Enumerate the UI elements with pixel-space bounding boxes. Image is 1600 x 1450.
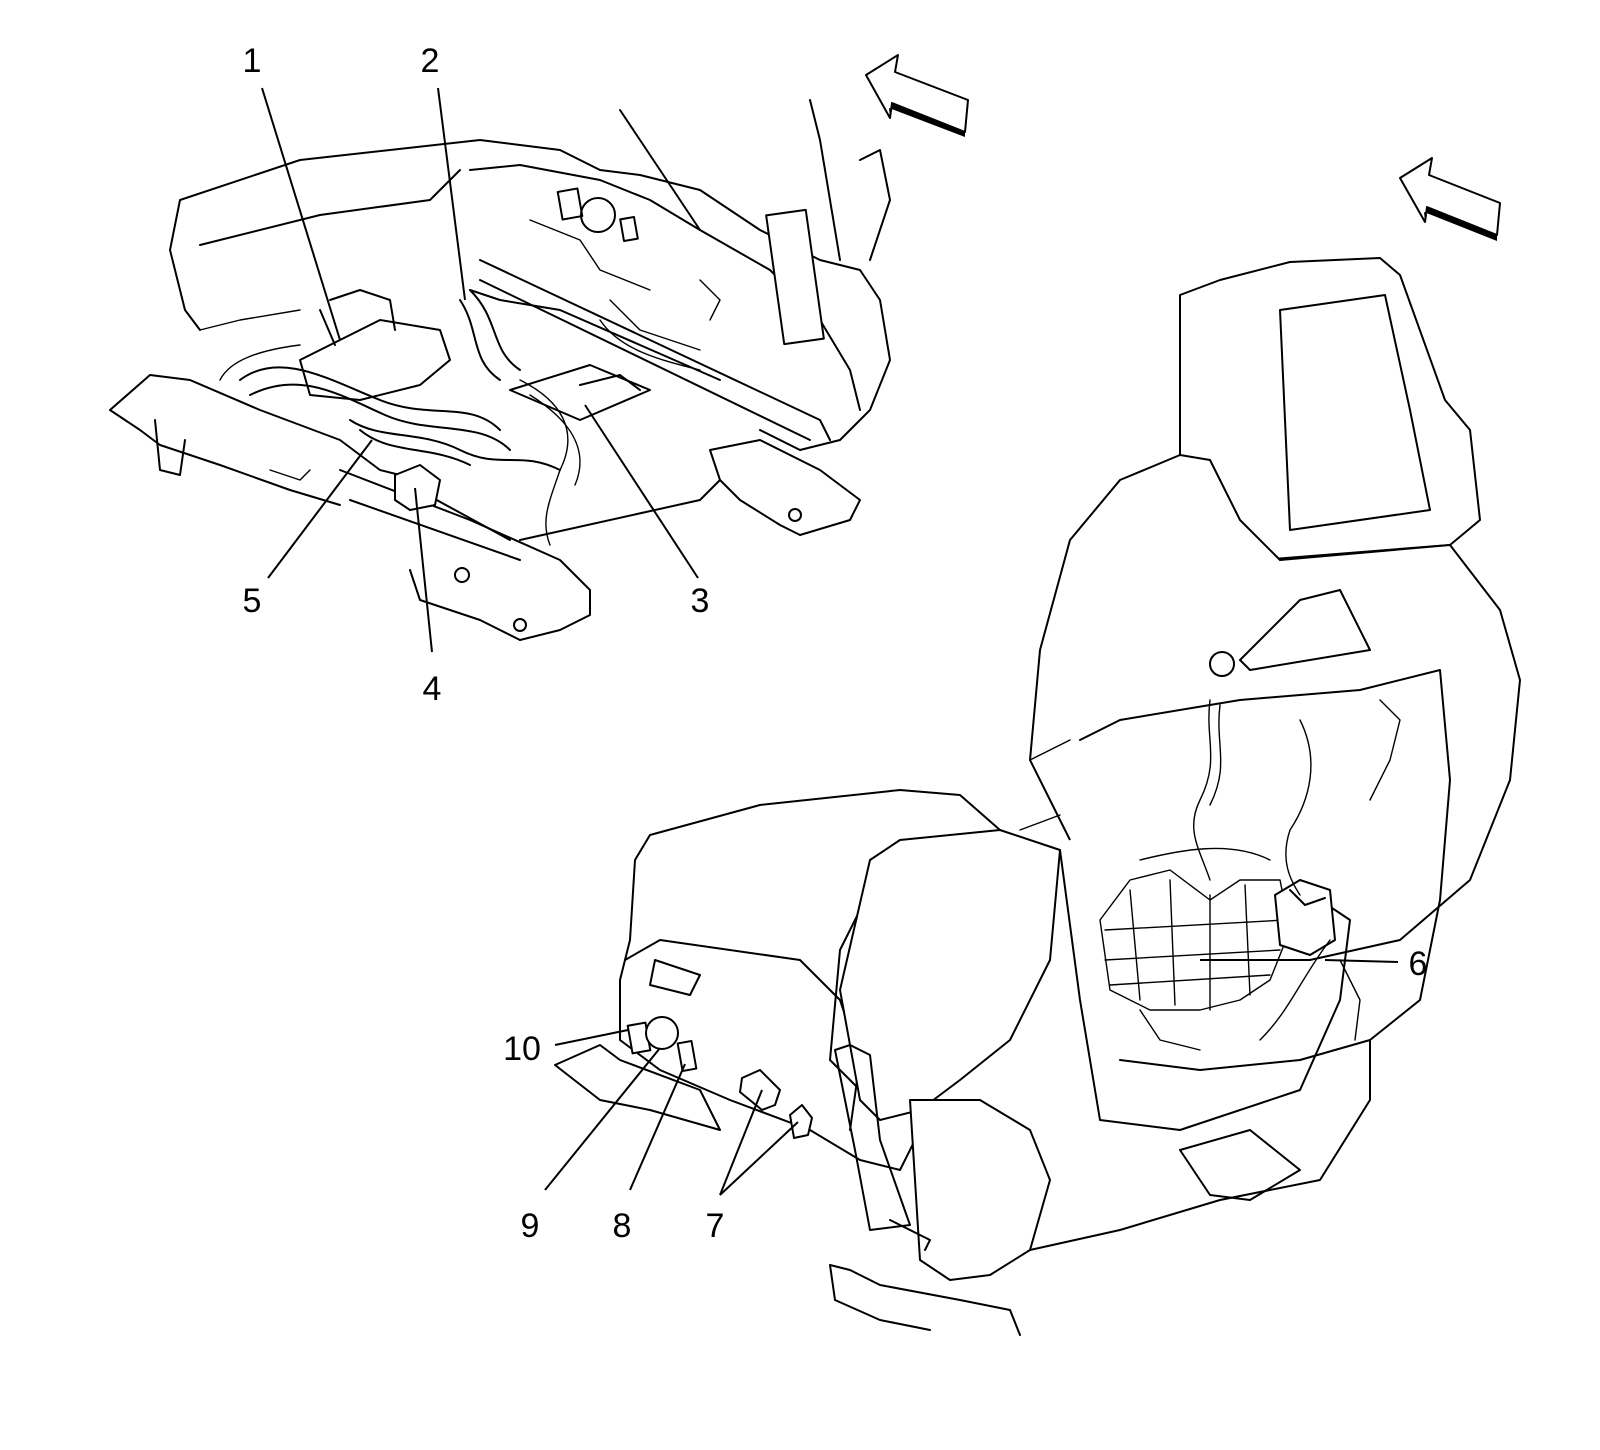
- direction-arrow-icon-lower: [1399, 157, 1501, 241]
- callout-7: 7: [706, 1207, 725, 1245]
- leader-10: [554, 1029, 629, 1046]
- leader-7a: [719, 1089, 763, 1196]
- lumbar-grid: [1099, 869, 1291, 1011]
- callout-3: 3: [691, 582, 710, 620]
- leader-7b: [719, 1121, 799, 1196]
- callout-6: 6: [1409, 945, 1428, 983]
- leader-lines: [261, 87, 1399, 1196]
- seat-rear-view: [554, 257, 1521, 1336]
- callout-8: 8: [613, 1207, 632, 1245]
- seat-underside-view: [109, 99, 891, 641]
- leader-6: [1324, 959, 1399, 963]
- callout-labels: 1 2 3 4 5 6 7 8 9 10: [243, 42, 1428, 1245]
- leader-1: [261, 87, 341, 341]
- direction-arrow-icon-upper: [865, 54, 969, 137]
- callout-10: 10: [503, 1030, 541, 1068]
- seat-switch-7b: [789, 1104, 813, 1139]
- leader-2: [437, 87, 466, 301]
- callout-9: 9: [521, 1207, 540, 1245]
- leader-8: [629, 1063, 686, 1191]
- seat-switch-9: [645, 1016, 679, 1050]
- callout-1: 1: [243, 42, 262, 80]
- callout-2: 2: [421, 42, 440, 80]
- leader-5: [267, 439, 373, 579]
- seat-switch-7a: [739, 1069, 781, 1111]
- leader-4: [414, 487, 433, 653]
- callout-5: 5: [243, 582, 262, 620]
- leader-9: [544, 1047, 661, 1191]
- leader-3: [584, 404, 699, 579]
- callout-4: 4: [423, 670, 442, 708]
- seat-switch-8: [676, 1039, 698, 1073]
